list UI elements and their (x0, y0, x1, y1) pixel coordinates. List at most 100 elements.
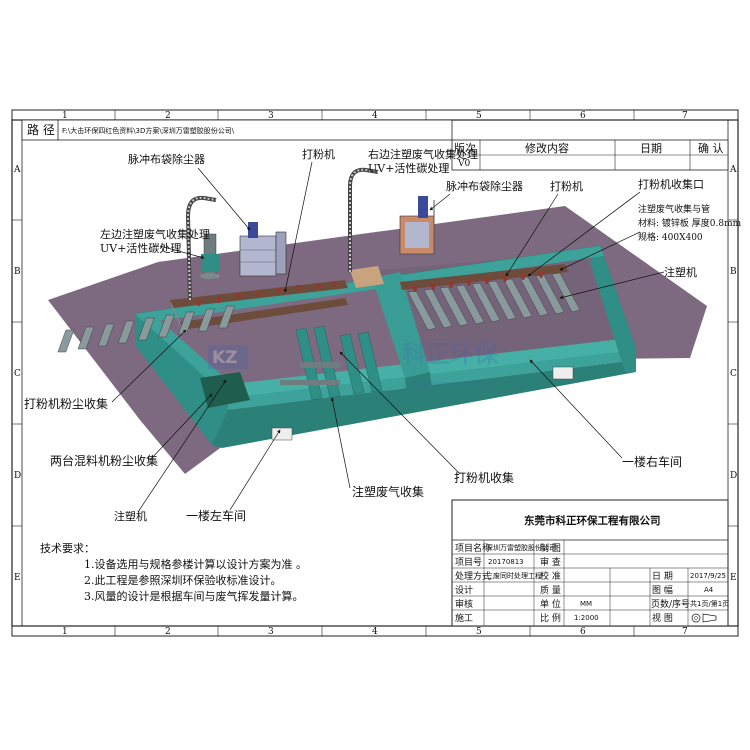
tb-label2: 制 图 (540, 542, 561, 554)
tb-value3: 共1页/第1页 (690, 599, 729, 608)
injection-machines-center (280, 325, 383, 401)
callout-injection-right: 注塑机 (664, 265, 697, 279)
callout-pulse-dust-left: 脉冲布袋除尘器 (128, 152, 205, 166)
col-label: 3 (268, 627, 274, 637)
row-label: B (730, 267, 737, 277)
callout-pipe-spec-2: 材料: 镀锌板 厚度0.8mm (638, 217, 742, 229)
watermark-logo: KZ (212, 348, 238, 368)
tb-label: 处理方式 (455, 570, 491, 582)
callout-left-workshop: 一楼左车间 (186, 508, 246, 523)
tb-value2: MM (580, 600, 592, 608)
tb-label: 审核 (455, 598, 473, 610)
row-label: E (14, 573, 21, 583)
col-label: 4 (372, 627, 378, 637)
row-label: A (13, 165, 21, 175)
col-label: 6 (580, 111, 586, 121)
tb-label2: 质 量 (540, 584, 561, 596)
row-label: C (14, 369, 21, 379)
exhaust-stack-right (348, 167, 379, 272)
col-label: 6 (580, 627, 586, 637)
callout-powder-collection: 打粉机收集 (454, 470, 514, 485)
tb-label: 项目号 (455, 557, 482, 568)
powder-hoods-left (196, 281, 338, 306)
tb-label: 施工 (455, 612, 473, 624)
tech-item: 2.此工程是参照深圳环保验收标准设计。 (84, 573, 282, 587)
path-bar: 路 径 F:\大击环保四红色资料\3D方案\深圳万雷塑胶股份公司\ (21, 119, 453, 141)
col-label: 7 (682, 627, 688, 637)
right-duct-line (400, 264, 568, 290)
company-name: 东莞市科正环保工程有限公司 (524, 514, 661, 527)
rev-header-confirm: 确 认 (698, 142, 724, 155)
col-label: 2 (165, 627, 171, 637)
rev-header-content: 修改内容 (525, 141, 569, 155)
watermark-text: 科正环保 (402, 340, 499, 368)
tb-value2: 1:2000 (574, 614, 599, 622)
callout-pulse-dust-right: 脉冲布袋除尘器 (446, 179, 523, 193)
callout-powder-collect-port: 打粉机收集口 (638, 177, 704, 191)
col-label: 1 (62, 111, 68, 121)
col-label: 5 (476, 111, 482, 121)
tb-value: 三废同时处理工程 (486, 571, 542, 580)
callout-pipe-spec-3: 规格: 400X400 (638, 231, 703, 243)
callout-powder-top-left: 打粉机 (302, 147, 335, 161)
row-label: C (730, 369, 737, 379)
dust-collector-left (239, 222, 287, 277)
watermark-sub: Environmental (410, 378, 490, 391)
col-label: 2 (165, 111, 171, 121)
watermark: KZ 科正环保 Environmental (208, 340, 499, 391)
path-label: 路 径 (27, 122, 55, 137)
uv-carbon-unit-left (200, 233, 220, 279)
tb-label2: 比 例 (540, 612, 561, 624)
tb-label2: 单 位 (540, 598, 561, 610)
row-label: D (14, 471, 21, 481)
row-label: D (730, 471, 737, 481)
tb-label: 设计 (455, 584, 473, 596)
row-label: B (14, 267, 21, 277)
dust-collector-right (399, 196, 435, 255)
tech-item: 3.风量的设计是根据车间与废气挥发量计算。 (84, 589, 304, 603)
callout-left-treatment-2: UV+活性碳处理 (100, 241, 181, 255)
callout-right-treatment-2: UV+活性碳处理 (368, 161, 449, 175)
callouts: 左边注塑废气收集处理 UV+活性碳处理 脉冲布袋除尘器 打粉机 右边注塑废气收集… (24, 147, 742, 523)
callout-right-workshop: 一楼右车间 (622, 454, 682, 469)
tb-value3: A4 (704, 586, 714, 594)
injection-machines-left (57, 305, 235, 353)
first-angle-projection-icon (691, 613, 717, 623)
rev-header-version: 版次 (454, 141, 476, 155)
tb-label3: 图 幅 (652, 584, 673, 596)
mixer-area (200, 372, 250, 408)
tb-label3: 视 图 (652, 612, 673, 624)
tb-value: 20170813 (488, 558, 524, 566)
col-label: 7 (682, 111, 688, 121)
callout-injection-exhaust: 注塑废气收集 (352, 484, 424, 499)
powder-hoods-right (412, 272, 544, 292)
col-label: 4 (372, 111, 378, 121)
tb-label2: 校 准 (540, 570, 561, 582)
tb-label2: 审 查 (540, 556, 561, 568)
col-label: 3 (268, 111, 274, 121)
factory-3d-view: KZ 科正环保 Environmental (48, 167, 707, 474)
callout-powder-dust: 打粉机粉尘收集 (24, 396, 108, 411)
col-label: 5 (476, 627, 482, 637)
title-block: 东莞市科正环保工程有限公司 项目名称 深圳万雷塑胶股份公司 制 图 项目号 20… (451, 499, 729, 627)
path-value: F:\大击环保四红色资料\3D方案\深圳万雷塑胶股份公司\ (62, 126, 235, 135)
col-label: 1 (62, 627, 68, 637)
callout-powder-top-right: 打粉机 (550, 179, 583, 193)
tb-label: 项目名称 (455, 542, 491, 554)
callout-injection-bottom: 注塑机 (114, 509, 147, 523)
grid-column-labels: 1 2 3 4 5 6 7 1 2 3 4 5 6 7 (62, 110, 688, 637)
tb-label3: 页数/序号 (651, 598, 690, 610)
callout-mixer-dust: 两台混料机粉尘收集 (50, 453, 158, 468)
tb-value: 深圳万雷塑胶股份公司 (486, 543, 556, 552)
row-label: E (730, 573, 737, 583)
tech-requirements: 技术要求： 1.设备选用与规格参楼计算以设计方案为准 。 2.此工程是参照深圳环… (40, 542, 307, 603)
tech-item: 1.设备选用与规格参楼计算以设计方案为准 。 (84, 557, 307, 571)
center-machine (350, 266, 384, 288)
row-label: A (729, 165, 737, 175)
revision-table: 版次 修改内容 日期 确 认 V0 (451, 139, 729, 171)
rev-header-date: 日期 (640, 142, 662, 155)
rev-version: V0 (457, 159, 470, 169)
exhaust-stack-left (185, 195, 217, 301)
tb-label3: 日 期 (652, 571, 673, 582)
